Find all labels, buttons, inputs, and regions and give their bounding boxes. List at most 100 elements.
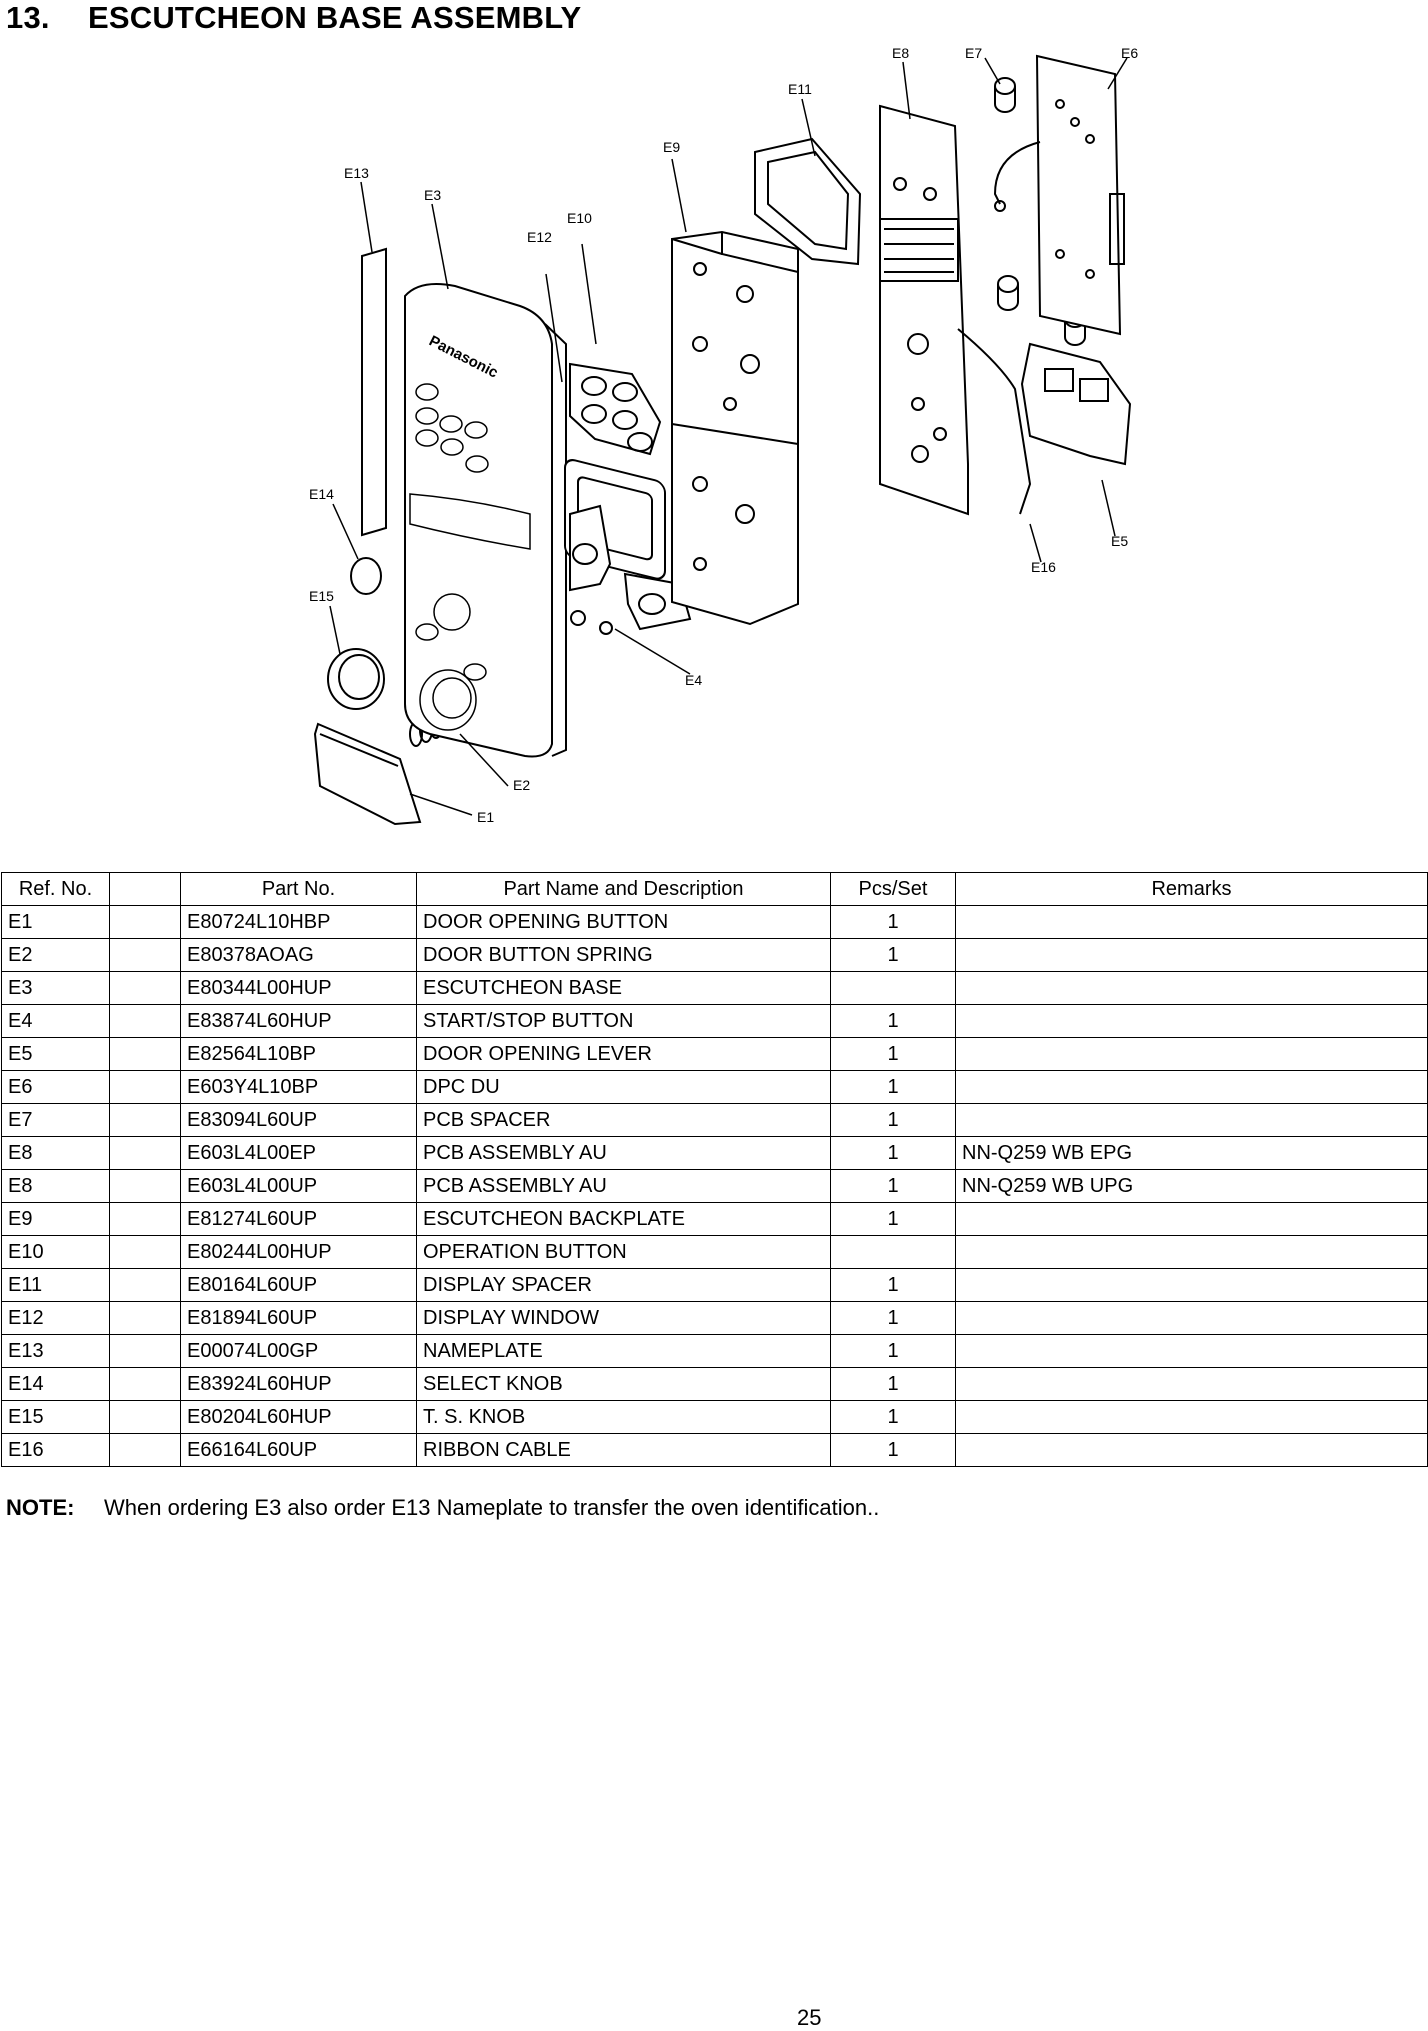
cell-ref-no: E14 [1,1367,110,1401]
cell-pcs-set: 1 [830,1169,956,1203]
cell-description: ESCUTCHEON BACKPLATE [416,1202,831,1236]
callout-e3: E3 [424,187,441,203]
cell-part-no: E603Y4L10BP [180,1070,417,1104]
cell-ref-no: E8 [1,1169,110,1203]
cell-ref-no: E8 [1,1136,110,1170]
cell-pcs-set: 1 [830,1433,956,1467]
cell-remarks [955,971,1428,1005]
cell-blank [109,1103,181,1137]
callout-labels: E13 E3 E12 E10 E9 E11 E8 E7 E6 E5 E16 E4… [309,45,1138,825]
escutcheon-backplate [671,230,799,626]
cell-blank [109,1367,181,1401]
cell-description: RIBBON CABLE [416,1433,831,1467]
cell-ref-no: E7 [1,1103,110,1137]
cell-remarks [955,1037,1428,1071]
cell-ref-no: E2 [1,938,110,972]
callout-e10: E10 [567,210,592,226]
cell-part-no: E83094L60UP [180,1103,417,1137]
cell-pcs-set: 1 [830,1400,956,1434]
cell-blank [109,1268,181,1302]
cell-pcs-set: 1 [830,905,956,939]
cell-part-no: E82564L10BP [180,1037,417,1071]
door-opening-lever [1020,342,1132,466]
cell-blank [109,1334,181,1368]
callout-e5: E5 [1111,533,1128,549]
cell-blank [109,1301,181,1335]
cell-part-no: E81894L60UP [180,1301,417,1335]
cell-pcs-set: 1 [830,1070,956,1104]
cell-remarks [955,1235,1428,1269]
escutcheon-base [404,283,553,758]
cell-ref-no: E13 [1,1334,110,1368]
cell-pcs-set: 1 [830,1301,956,1335]
cell-ref-no: E10 [1,1235,110,1269]
cell-blank [109,1004,181,1038]
cell-part-no: E80204L60HUP [180,1400,417,1434]
cell-remarks [955,1004,1428,1038]
cell-pcs-set: 1 [830,1367,956,1401]
cell-blank [109,1433,181,1467]
dpc-du-board [993,54,1125,336]
cell-part-no: E80378AOAG [180,938,417,972]
col-part-no: Part No. [180,872,417,906]
ordering-note: NOTE:When ordering E3 also order E13 Nam… [6,1495,879,1521]
cell-remarks [955,1202,1428,1236]
cell-part-no: E66164L60UP [180,1433,417,1467]
callout-e6: E6 [1121,45,1138,61]
cell-pcs-set: 1 [830,1202,956,1236]
pcb-assembly [879,104,1032,516]
cell-remarks [955,1367,1428,1401]
callout-e4: E4 [685,672,702,688]
cell-remarks [955,905,1428,939]
callout-e16: E16 [1031,559,1056,575]
cell-description: DISPLAY WINDOW [416,1301,831,1335]
cell-part-no: E603L4L00UP [180,1169,417,1203]
cell-description: PCB ASSEMBLY AU [416,1169,831,1203]
cell-ref-no: E4 [1,1004,110,1038]
cell-remarks [955,1301,1428,1335]
cell-description: DISPLAY SPACER [416,1268,831,1302]
col-pcs-set: Pcs/Set [830,872,956,906]
cell-pcs-set: 1 [830,1136,956,1170]
note-text: When ordering E3 also order E13 Nameplat… [104,1495,880,1520]
cell-blank [109,1400,181,1434]
cell-pcs-set: 1 [830,1268,956,1302]
cell-ref-no: E3 [1,971,110,1005]
cell-part-no: E80164L60UP [180,1268,417,1302]
callout-e11: E11 [788,81,812,97]
cell-description: DPC DU [416,1070,831,1104]
table-header-row: Ref. No. Part No. Part Name and Descript… [1,872,1428,906]
cell-blank [109,1202,181,1236]
page-number: 25 [797,2005,822,2030]
col-blank [109,872,181,906]
cell-ref-no: E6 [1,1070,110,1104]
cell-ref-no: E9 [1,1202,110,1236]
cell-blank [109,905,181,939]
callout-e7: E7 [965,45,982,61]
section-number: 13. [6,0,50,35]
cell-description: SELECT KNOB [416,1367,831,1401]
cell-part-no: E80244L00HUP [180,1235,417,1269]
col-description: Part Name and Description [416,872,831,906]
cell-ref-no: E12 [1,1301,110,1335]
cell-description: DOOR OPENING BUTTON [416,905,831,939]
cell-pcs-set [830,1235,956,1269]
col-ref-no: Ref. No. [1,872,110,906]
cell-blank [109,1037,181,1071]
page-title: 13.ESCUTCHEON BASE ASSEMBLY [6,0,581,36]
cell-remarks [955,1334,1428,1368]
exploded-parts-diagram: Panasonic [309,45,1138,826]
cell-part-no: E00074L00GP [180,1334,417,1368]
cell-description: OPERATION BUTTON [416,1235,831,1269]
